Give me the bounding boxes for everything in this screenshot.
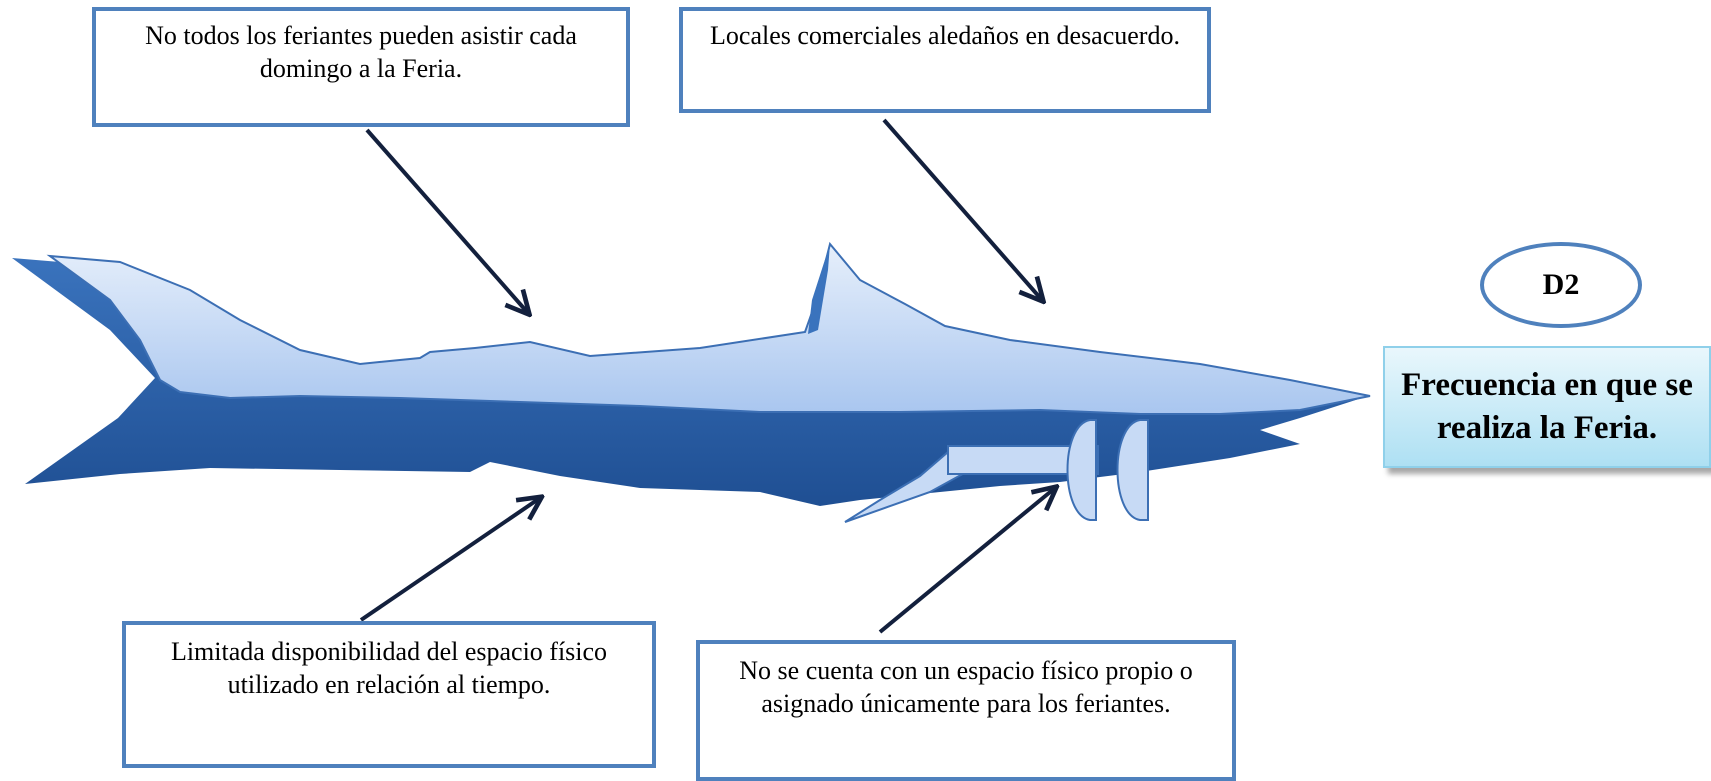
cause-text-2: Locales comerciales aledaños en desacuer…	[710, 21, 1180, 50]
diagram-id-label: D2	[1542, 268, 1580, 301]
cause-box-4: No se cuenta con un espacio físico propi…	[696, 640, 1236, 781]
cause-box-1: No todos los feriantes pueden asistir ca…	[92, 7, 630, 127]
arrow-cause-1	[365, 128, 528, 313]
fish-body-dark	[12, 258, 1368, 506]
dorsal-fin	[808, 244, 830, 334]
arrow-cause-2	[882, 118, 1042, 300]
cause-text-4: No se cuenta con un espacio físico propi…	[739, 656, 1193, 718]
cause-text-3: Limitada disponibilidad del espacio físi…	[170, 637, 608, 699]
arrow-cause-4	[878, 488, 1055, 634]
diagram-id-badge: D2	[1480, 242, 1642, 328]
fish-body-light	[46, 241, 1371, 415]
effect-label: Frecuencia en que se realiza la Feria.	[1401, 367, 1693, 446]
cause-box-2: Locales comerciales aledaños en desacuer…	[679, 7, 1211, 113]
fin-knob-1	[1066, 419, 1097, 521]
effect-box: Frecuencia en que se realiza la Feria.	[1383, 346, 1711, 468]
cause-text-1: No todos los feriantes pueden asistir ca…	[145, 21, 577, 83]
fin-knob-2	[1116, 419, 1149, 521]
cause-box-3: Limitada disponibilidad del espacio físi…	[122, 621, 656, 768]
arrow-cause-3	[359, 498, 540, 622]
